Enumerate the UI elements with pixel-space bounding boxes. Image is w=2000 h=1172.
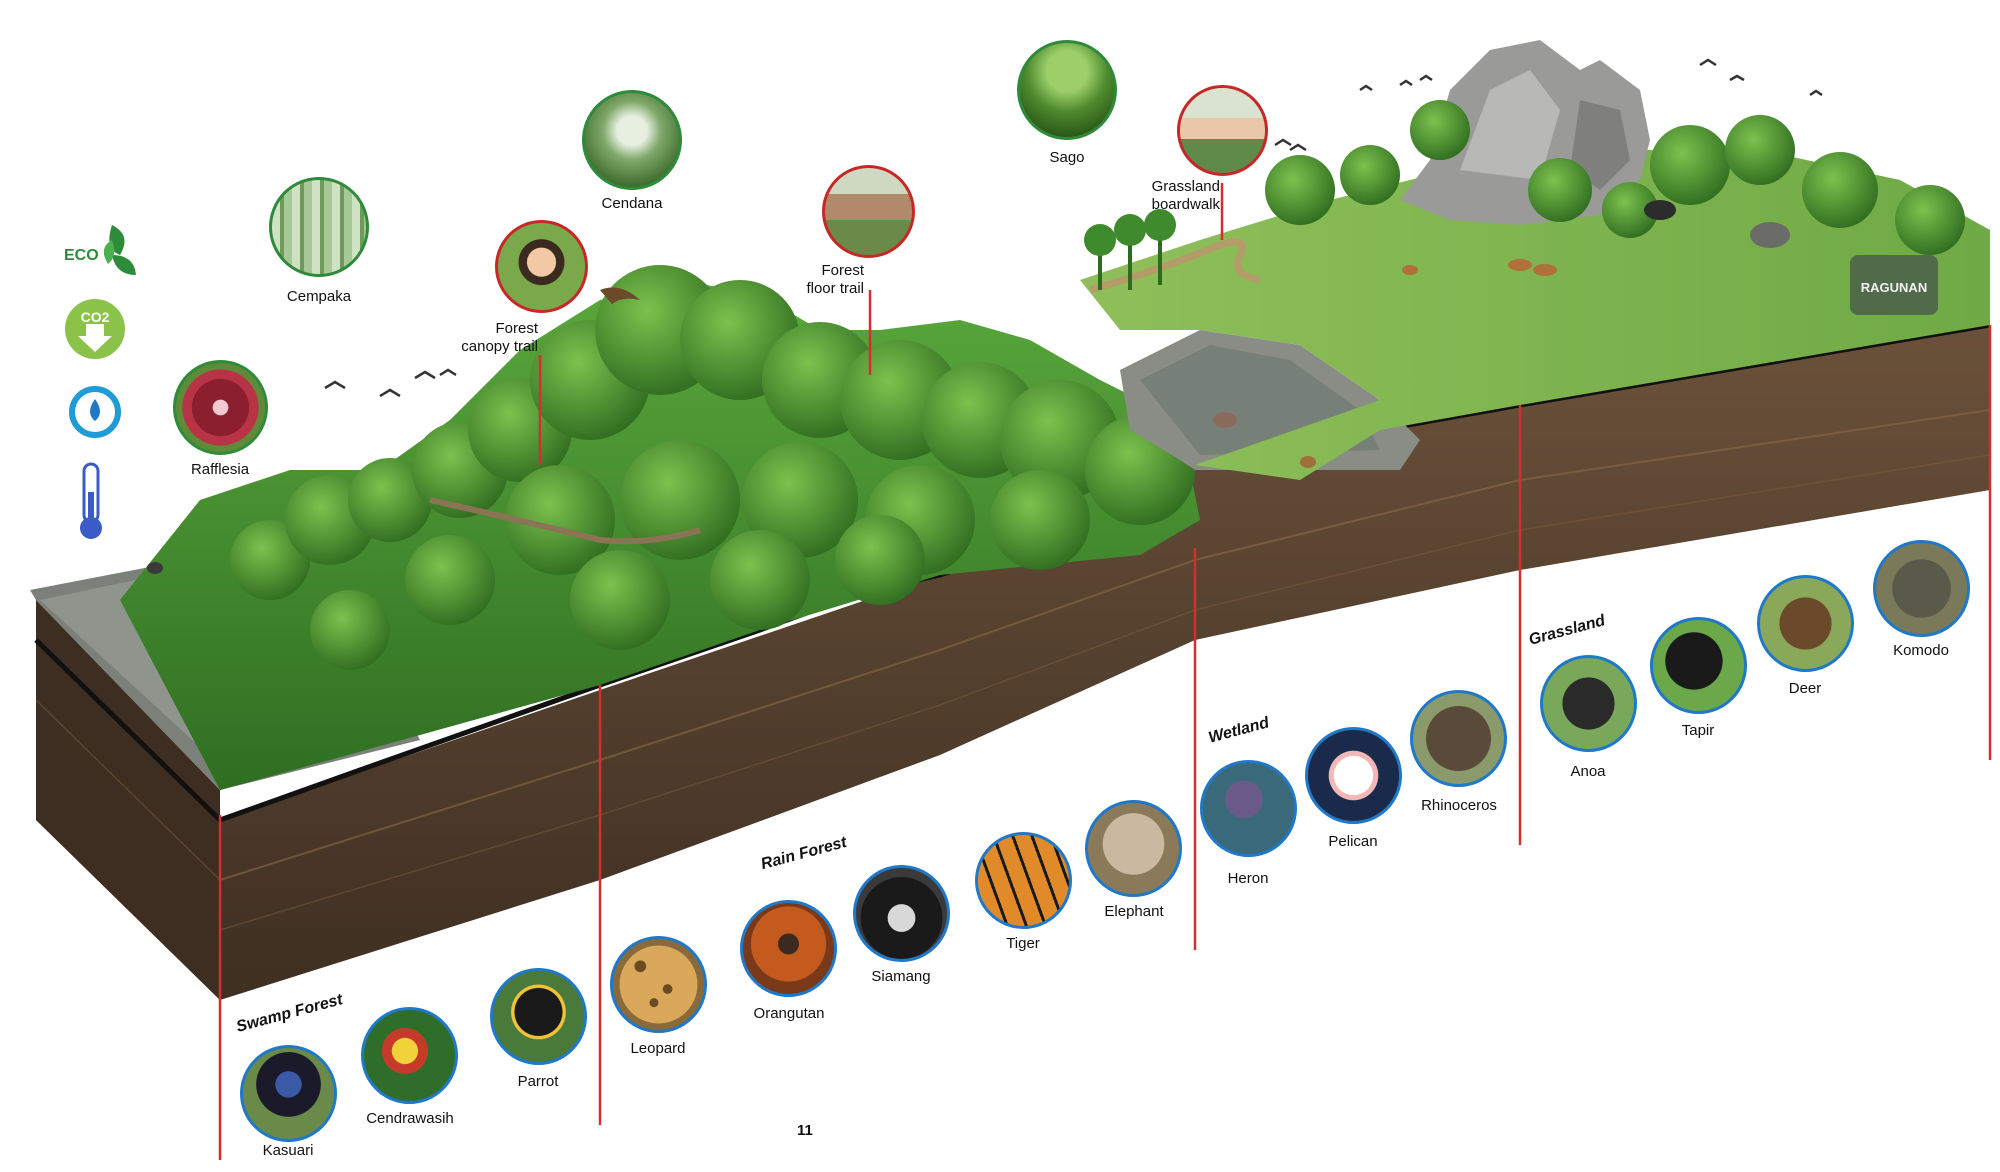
- eco-leaf-icon: ECO: [60, 220, 140, 280]
- eco-text: ECO: [64, 247, 99, 264]
- cendrawasih-photo: [361, 1007, 458, 1104]
- water-cycle-icon: [60, 377, 130, 447]
- co2-down-icon: CO2: [64, 298, 126, 360]
- floor-trail-label-2: floor trail: [806, 280, 864, 297]
- kasuari-photo: [240, 1045, 337, 1142]
- canopy-trail-label-2: canopy trail: [461, 338, 538, 355]
- siamang-label: Siamang: [871, 968, 931, 985]
- boardwalk-photo: [1177, 85, 1268, 176]
- tapir-photo: [1650, 617, 1747, 714]
- soil-front-face: [36, 325, 1990, 1000]
- komodo-label: Komodo: [1893, 642, 1949, 659]
- heron-label: Heron: [1227, 870, 1269, 887]
- orangutan-photo: [740, 900, 837, 997]
- tiger-label: Tiger: [1006, 935, 1040, 952]
- siamang-photo: [853, 865, 950, 962]
- boardwalk-label-2: boardwalk: [1151, 196, 1220, 213]
- anoa-label: Anoa: [1570, 763, 1606, 780]
- grassland-trees: [1265, 100, 1965, 255]
- grassland-boardwalk: [1089, 238, 1261, 294]
- cendana-label: Cendana: [601, 195, 663, 212]
- rafflesia-photo: [173, 360, 268, 455]
- cempaka-label: Cempaka: [286, 288, 352, 305]
- flying-birds: [324, 58, 1823, 398]
- canopy-trail-label-1: Forest: [495, 320, 538, 337]
- tree-clusters: [230, 265, 1195, 670]
- eagle: [600, 287, 640, 304]
- cendrawasih-label: Cendrawasih: [366, 1110, 454, 1127]
- komodo-photo: [1873, 540, 1970, 637]
- deer-label: Deer: [1788, 680, 1822, 697]
- floor-trail-label-1: Forest: [821, 262, 864, 279]
- canopy-trail-photo: [495, 220, 588, 313]
- tiger-photo: [975, 832, 1072, 929]
- elephant-label: Elephant: [1104, 903, 1164, 920]
- floor-trail-photo: [822, 165, 915, 258]
- deer-photo: [1757, 575, 1854, 672]
- soil-left-face: [36, 600, 220, 1000]
- canopy-walkway: [429, 497, 701, 545]
- sago-label: Sago: [1049, 149, 1085, 166]
- elephant-photo: [1085, 800, 1182, 897]
- cendana-photo: [582, 90, 682, 190]
- pelican-label: Pelican: [1328, 833, 1378, 850]
- zone-dividers: [218, 183, 1992, 1160]
- sago-photo: [1017, 40, 1117, 140]
- animal-silhouettes: [147, 200, 1790, 574]
- parrot-label: Parrot: [517, 1073, 559, 1090]
- rhinoceros-photo: [1410, 690, 1507, 787]
- svg-text:RAGUNAN: RAGUNAN: [1861, 280, 1927, 295]
- orangutan-label: Orangutan: [753, 1005, 825, 1022]
- parrot-photo: [490, 968, 587, 1065]
- kasuari-label: Kasuari: [262, 1142, 314, 1159]
- sago-palms: [1084, 209, 1176, 290]
- leopard-label: Leopard: [630, 1040, 686, 1057]
- ragunan-sign: RAGUNAN: [1850, 255, 1938, 315]
- leopard-photo: [610, 936, 707, 1033]
- rhinoceros-label: Rhinoceros: [1421, 797, 1497, 814]
- page-number: 11: [797, 1122, 813, 1139]
- tapir-label: Tapir: [1681, 722, 1715, 739]
- anoa-photo: [1540, 655, 1637, 752]
- co2-text: CO2: [81, 309, 110, 325]
- cempaka-photo: [269, 177, 369, 277]
- boardwalk-label-1: Grassland: [1151, 178, 1220, 195]
- rafflesia-label: Rafflesia: [190, 461, 250, 478]
- heron-photo: [1200, 760, 1297, 857]
- thermometer-icon: [73, 462, 109, 542]
- pelican-photo: [1305, 727, 1402, 824]
